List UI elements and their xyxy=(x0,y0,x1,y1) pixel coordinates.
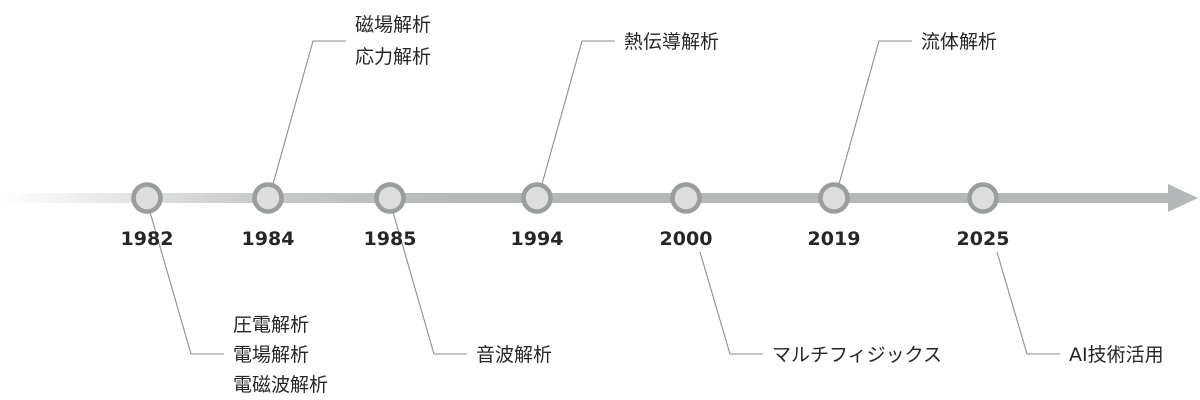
timeline-event: 熱伝導解析 1994 xyxy=(511,31,719,250)
leader-line xyxy=(699,251,763,355)
event-label: 流体解析 xyxy=(921,31,997,53)
event-label: 電場解析 xyxy=(233,344,309,366)
leader-line xyxy=(392,211,467,355)
timeline-node xyxy=(252,182,284,214)
event-label: 応力解析 xyxy=(355,46,431,68)
timeline-node xyxy=(967,182,999,214)
event-label: 熱伝導解析 xyxy=(624,31,719,53)
timeline-node xyxy=(131,182,163,214)
year-label: 1982 xyxy=(121,228,174,250)
timeline-node xyxy=(670,182,702,214)
year-label: 1985 xyxy=(364,228,417,250)
year-label: 2019 xyxy=(808,228,861,250)
event-label: 音波解析 xyxy=(476,344,552,366)
leader-line xyxy=(149,211,224,355)
timeline-event: 流体解析 2019 xyxy=(808,31,997,250)
leader-line xyxy=(272,40,346,185)
year-label: 1994 xyxy=(511,228,564,250)
year-label: 1984 xyxy=(242,228,295,250)
timeline-event: マルチフィジックス 2000 xyxy=(660,182,942,366)
leader-line xyxy=(838,40,912,185)
timeline-event: AI技術活用 2025 xyxy=(957,182,1164,366)
year-label: 2025 xyxy=(957,228,1010,250)
timeline-node xyxy=(374,182,406,214)
year-label: 2000 xyxy=(660,228,713,250)
timeline-axis xyxy=(0,193,1170,203)
leader-line xyxy=(541,40,615,185)
timeline-event: 音波解析 1985 xyxy=(364,182,552,366)
event-label: マルチフィジックス xyxy=(772,344,942,366)
leader-line xyxy=(996,251,1060,355)
event-label: AI技術活用 xyxy=(1069,344,1164,366)
timeline-node xyxy=(818,182,850,214)
event-label: 電磁波解析 xyxy=(233,374,328,396)
timeline-node xyxy=(521,182,553,214)
event-label: 磁場解析 xyxy=(355,14,431,36)
event-label: 圧電解析 xyxy=(233,314,309,336)
timeline-arrowhead xyxy=(1168,184,1198,212)
